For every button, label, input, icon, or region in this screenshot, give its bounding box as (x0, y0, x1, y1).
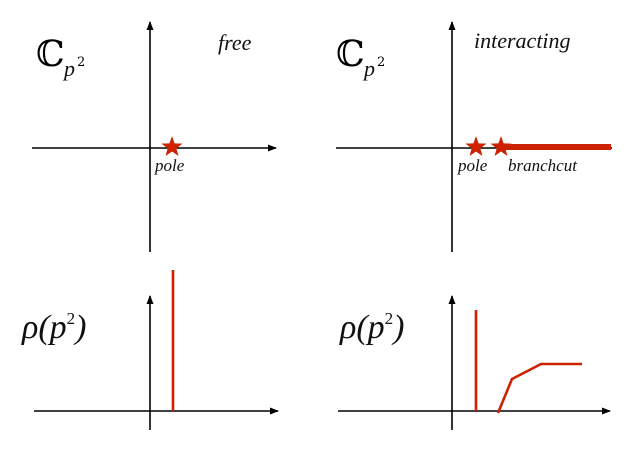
continuum-curve (496, 362, 582, 414)
interacting-pole-label: pole (457, 156, 488, 175)
free-complex-plane-panel: ℂ p 2 free pole (32, 21, 277, 252)
interacting-spectral-exp: 2 (385, 309, 394, 328)
interacting-plane-symbol: ℂ (336, 34, 365, 75)
free-plane-subscript-base: p (62, 56, 75, 81)
interacting-plane-subscript-base: p (362, 56, 375, 81)
star-icon (465, 136, 487, 156)
free-spectral-suffix: ) (73, 309, 86, 346)
star-icon (161, 136, 183, 156)
interacting-spectral-suffix: ) (391, 309, 404, 346)
star-icon (490, 136, 512, 156)
free-pole-label: pole (154, 156, 185, 175)
interacting-plane-subscript-exp: 2 (377, 55, 385, 70)
free-spectral-prefix: ρ(p (21, 309, 67, 346)
free-spectral-exp: 2 (67, 309, 76, 328)
interacting-complex-plane-panel: ℂ p 2 interacting pole branchcut (336, 21, 612, 252)
interacting-spectral-label: ρ(p2) (339, 309, 404, 346)
free-spectral-panel: ρ(p2) (21, 270, 279, 430)
interacting-spectral-prefix: ρ(p (339, 309, 385, 346)
free-plane-subscript-exp: 2 (77, 55, 85, 70)
branch-cut-label: branchcut (508, 156, 578, 175)
free-spectral-label: ρ(p2) (21, 309, 86, 346)
interacting-label: interacting (474, 28, 571, 53)
free-plane-symbol: ℂ (36, 34, 65, 75)
interacting-spectral-panel: ρ(p2) (338, 295, 611, 430)
free-label: free (218, 30, 252, 55)
